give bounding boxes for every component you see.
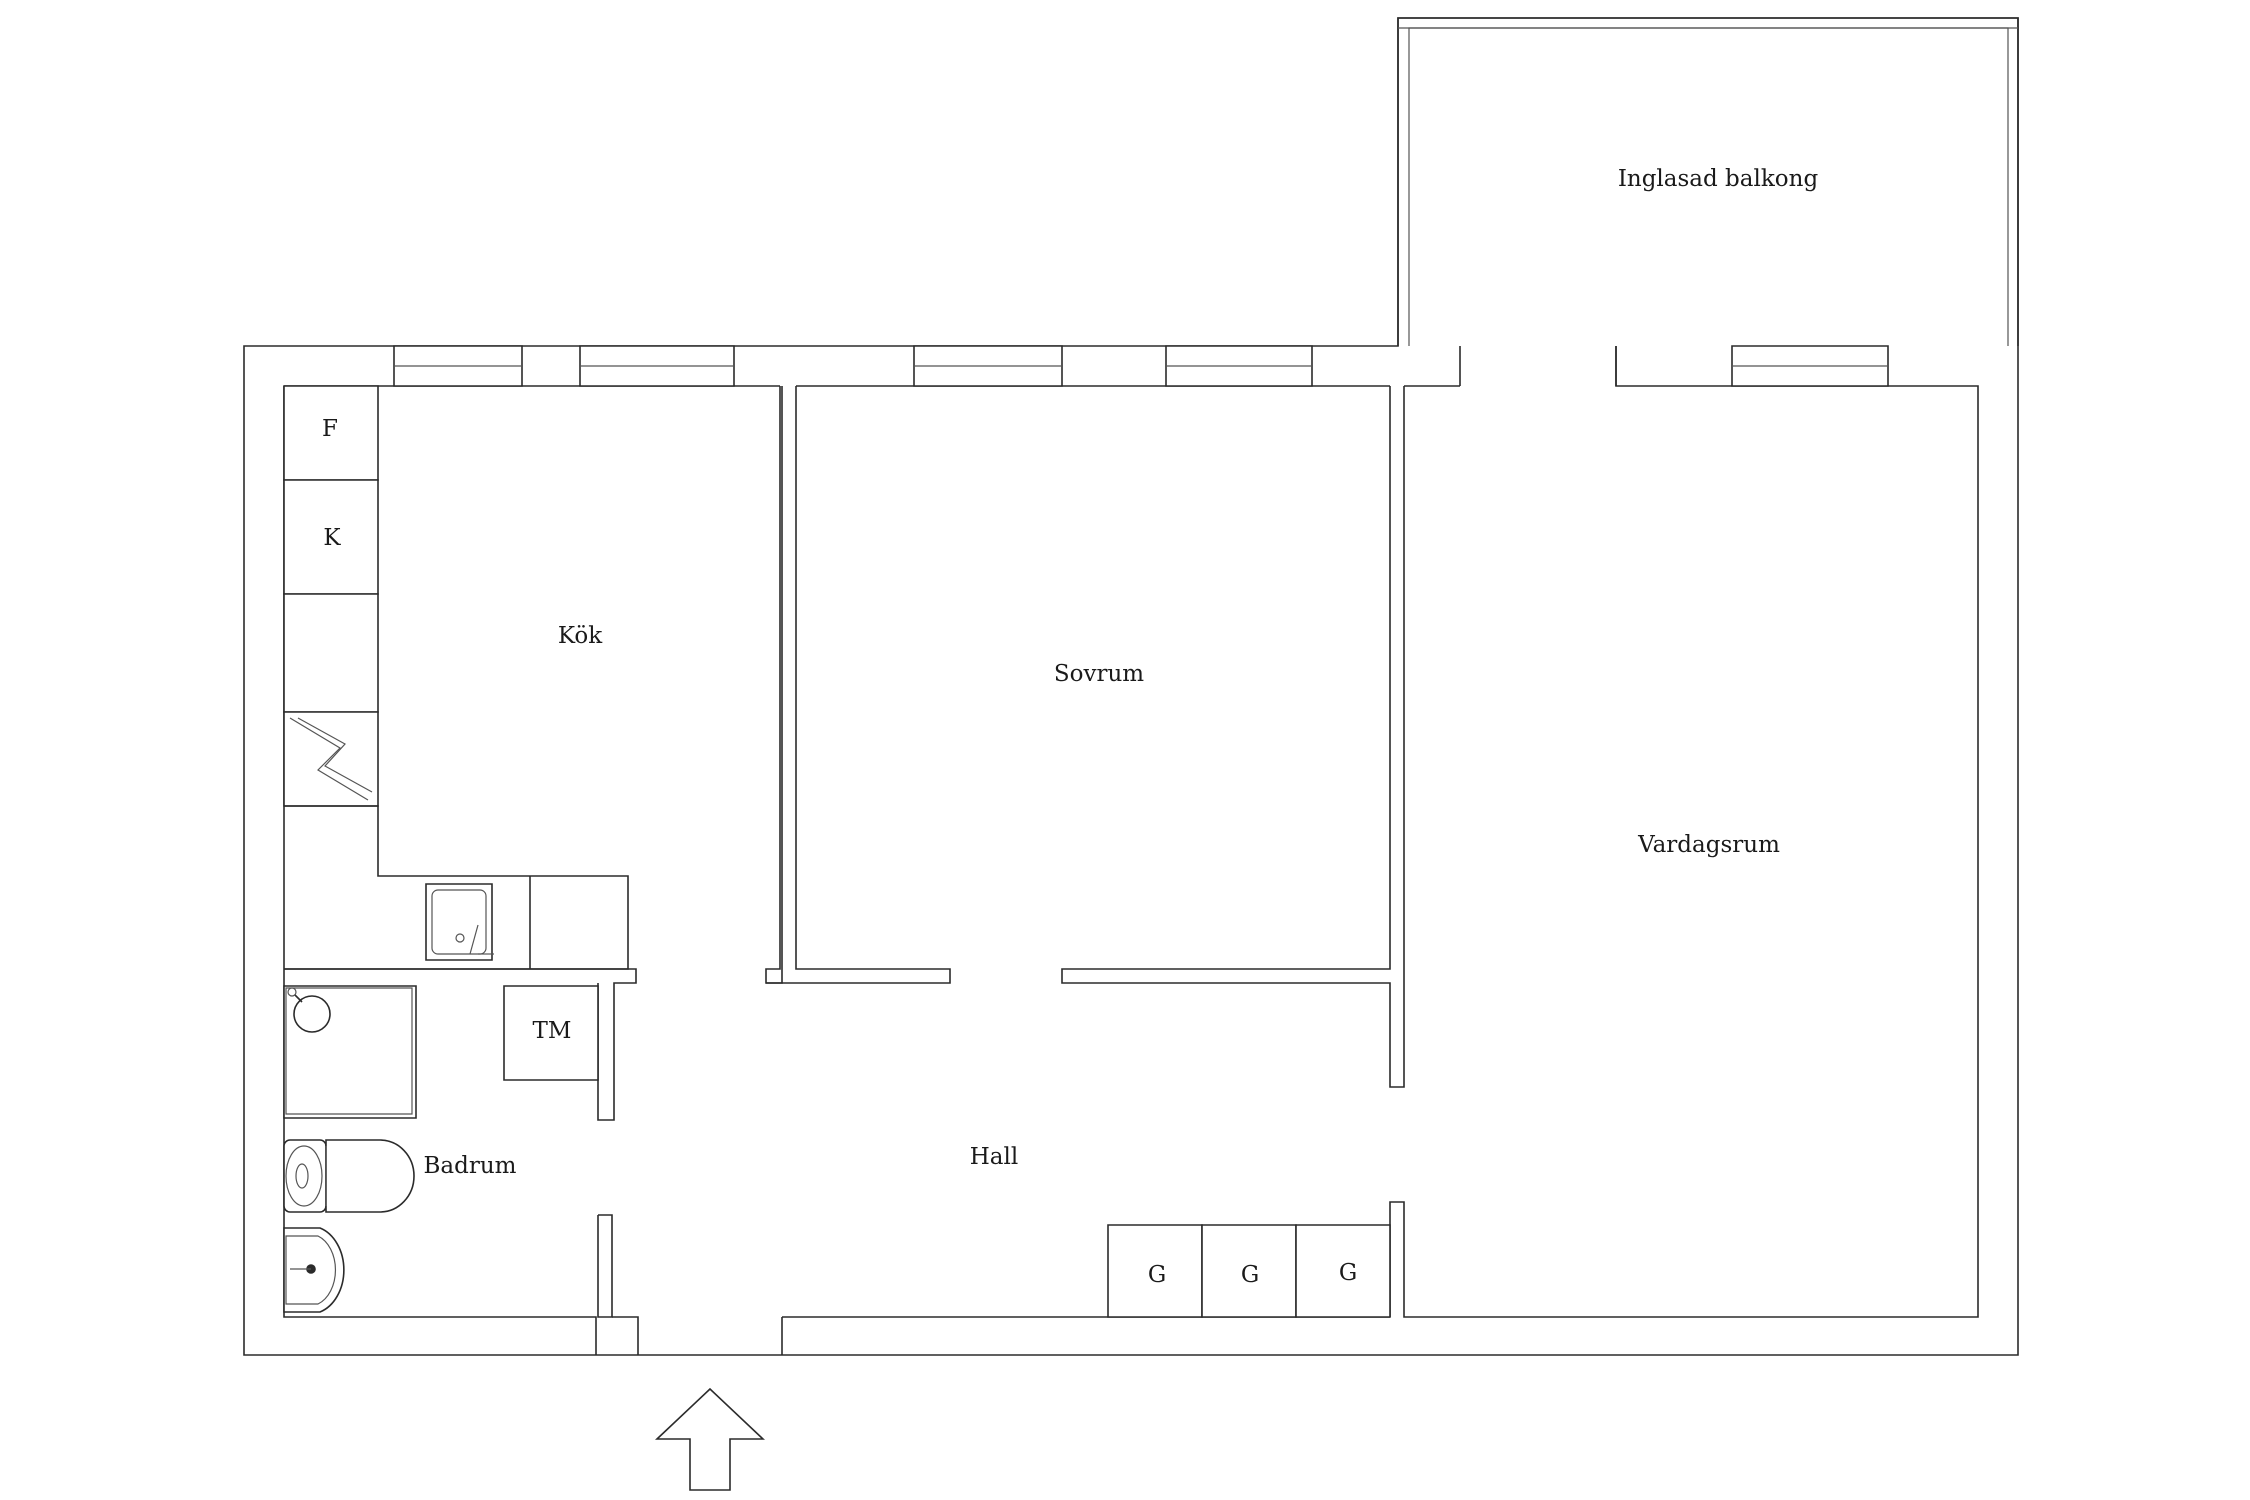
toilet-icon	[284, 1140, 414, 1212]
label-freezer: K	[323, 525, 341, 551]
entrance-arrow-icon	[657, 1389, 763, 1490]
freezer	[284, 480, 378, 594]
label-wardrobe-2: G	[1241, 1262, 1259, 1288]
washing-machine	[504, 986, 598, 1080]
counter-left	[284, 594, 378, 712]
kitchen-sink-icon	[426, 884, 494, 960]
label-bedroom: Sovrum	[1054, 661, 1144, 687]
balcony	[1398, 18, 2018, 346]
label-living-room: Vardagsrum	[1637, 832, 1780, 858]
label-kitchen: Kök	[558, 623, 603, 649]
windows	[394, 346, 1888, 386]
shower-icon	[284, 986, 416, 1118]
label-hall: Hall	[970, 1144, 1018, 1170]
label-balcony: Inglasad balkong	[1618, 166, 1819, 192]
kitchen-fixtures	[284, 386, 628, 969]
fridge	[284, 386, 378, 480]
washbasin-icon	[284, 1228, 344, 1312]
wardrobes	[1108, 1225, 1390, 1317]
label-washing-machine: TM	[533, 1018, 572, 1044]
bathroom-fixtures	[284, 986, 598, 1312]
label-fridge: F	[322, 416, 338, 442]
label-wardrobe-3: G	[1339, 1260, 1357, 1286]
label-bathroom: Badrum	[424, 1153, 517, 1179]
label-wardrobe-1: G	[1148, 1262, 1166, 1288]
